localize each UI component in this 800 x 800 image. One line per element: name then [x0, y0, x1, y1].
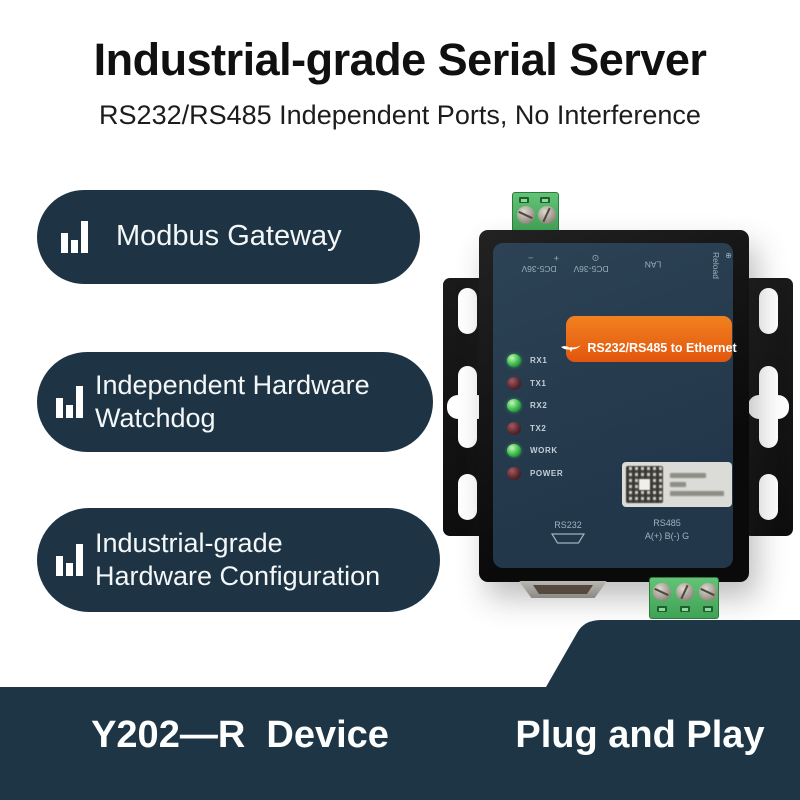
mounting-slot [458, 288, 477, 334]
wire-slot [519, 197, 529, 203]
terminal-screw-icon [538, 206, 556, 224]
bar-chart-icon [61, 221, 88, 253]
mounting-ear-right [744, 278, 793, 536]
db9-outline-icon [551, 532, 585, 544]
wire-slot [540, 197, 550, 203]
mounting-cross-hole [744, 366, 793, 448]
footer-background [0, 620, 800, 800]
qr-sticker [622, 462, 732, 507]
terminal-screw-icon [517, 206, 535, 224]
led-label: POWER [530, 468, 564, 478]
led-label: RX2 [530, 401, 548, 410]
rs485-terminal-block [649, 577, 719, 619]
led-panel: RX1 TX1 RX2 TX2 [507, 354, 563, 480]
led-label: TX2 [530, 423, 547, 433]
mounting-slot [458, 474, 477, 520]
tagline-label: Plug and Play [515, 714, 765, 756]
dc-power-label-2: DC5-36V ⊙ [569, 252, 613, 274]
brand-bird-icon [561, 345, 582, 352]
wire-slot [703, 606, 713, 612]
led-row: TX1 [507, 376, 563, 390]
reload-symbol: ⊕ [725, 251, 732, 260]
reload-button-label: Reload ⊕ [711, 251, 732, 279]
led-label: TX1 [530, 378, 547, 388]
feature-badge-modbus-gateway: Modbus Gateway [37, 190, 420, 284]
led-work [507, 444, 521, 457]
device-body: DC5-36V + − DC5-36V ⊙ LAN Reload ⊕ RS232… [479, 230, 749, 582]
led-rx2 [507, 399, 521, 412]
device-faceplate: DC5-36V + − DC5-36V ⊙ LAN Reload ⊕ RS232… [493, 243, 737, 568]
led-row: RX2 [507, 399, 563, 412]
mounting-slot [759, 288, 778, 334]
page-subtitle: RS232/RS485 Independent Ports, No Interf… [99, 100, 701, 130]
rs485-pinout-label: A(+) B(-) G [644, 530, 690, 541]
led-row: TX2 [507, 421, 563, 435]
bar-chart-icon [56, 544, 83, 576]
feature-label: Modbus Gateway [116, 220, 342, 253]
led-rx1 [507, 354, 521, 367]
sticker-text-blurred [670, 473, 724, 496]
led-row: POWER [507, 466, 564, 480]
rs232-port-label: RS232 [538, 519, 598, 544]
led-label: WORK [530, 446, 558, 455]
qr-code [626, 466, 663, 503]
power-terminal-block [512, 192, 559, 233]
page-title: Industrial-grade Serial Server [93, 34, 707, 85]
mounting-slot [759, 474, 778, 520]
rs485-port-label: RS485 A(+) B(-) G [627, 517, 707, 542]
product-banner: RS232/RS485 to Ethernet [561, 316, 737, 362]
polarity-symbol: ⊙ [582, 253, 600, 264]
dc-power-label-1: DC5-36V + − [519, 253, 560, 274]
terminal-screw-icon [676, 583, 694, 601]
wire-slot [680, 606, 690, 612]
wire-slot [657, 606, 667, 612]
terminal-screw-icon [699, 583, 717, 601]
led-row: RX1 [507, 354, 563, 367]
model-label: Y202—R Device [91, 714, 389, 756]
polarity-signs: + − [519, 253, 560, 264]
led-label: RX1 [530, 356, 548, 365]
banner-label: RS232/RS485 to Ethernet [587, 341, 737, 355]
led-row: WORK [507, 444, 563, 457]
led-power [507, 466, 521, 480]
terminal-screw-icon [653, 583, 671, 601]
led-tx2 [507, 421, 521, 435]
device-photo: DC5-36V + − DC5-36V ⊙ LAN Reload ⊕ RS232… [440, 185, 800, 635]
lan-port-label: LAN [644, 259, 662, 270]
bar-chart-icon [56, 386, 83, 418]
led-tx1 [507, 376, 521, 390]
db9-connector [519, 581, 607, 598]
